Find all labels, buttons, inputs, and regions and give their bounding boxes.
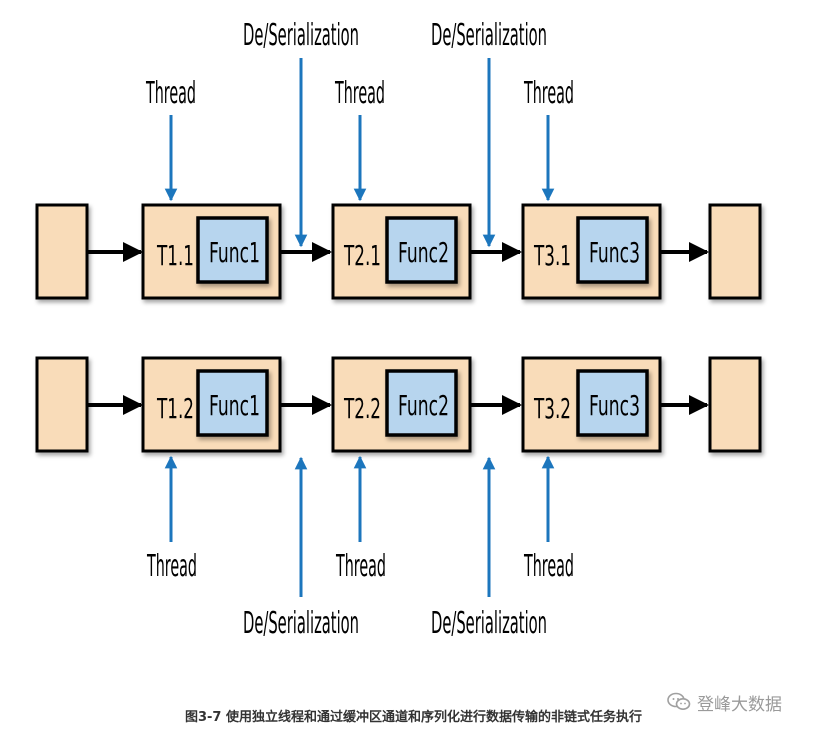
func-label: Func3: [589, 236, 640, 269]
thread-label: Thread: [147, 549, 197, 584]
func-label: Func2: [398, 389, 449, 422]
func-box: [196, 369, 269, 437]
pipeline-row-2: T1.2 Func1 T2.2 Func2 T3.2 Func3 Thread …: [35, 356, 762, 641]
thread-label: Thread: [524, 76, 574, 111]
serialization-label: De/Serialization: [243, 18, 359, 53]
task-label: T2.1: [343, 239, 381, 272]
func-box: [576, 369, 649, 437]
thread-label: Thread: [336, 549, 386, 584]
figure-caption: 图3-7 使用独立线程和通过缓冲区通道和序列化进行数据传输的非链式任务执行: [184, 710, 642, 725]
pipeline-row-1: T1.1 Func1 T2.1 Func2 T3.1 Func3 Thread …: [35, 18, 762, 300]
task-label: T1.1: [156, 239, 194, 272]
sink-box: [708, 356, 762, 453]
task-label: T3.1: [533, 239, 571, 272]
thread-label: Thread: [524, 549, 574, 584]
thread-label: Thread: [335, 76, 385, 111]
func-box: [385, 369, 458, 437]
wechat-icon: [667, 692, 691, 710]
func-label: Func3: [589, 389, 640, 422]
watermark-text: 登峰大数据: [697, 694, 782, 715]
sink-box: [708, 203, 762, 300]
func-label: Func1: [209, 389, 260, 422]
watermark: 登峰大数据: [667, 690, 782, 715]
func-box: [196, 216, 269, 284]
func-box: [576, 216, 649, 284]
serialization-label: De/Serialization: [243, 606, 359, 641]
task-label: T1.2: [156, 392, 194, 425]
task-label: T2.2: [343, 392, 381, 425]
source-box: [35, 356, 89, 453]
func-box: [385, 216, 458, 284]
task-label: T3.2: [533, 392, 571, 425]
func-label: Func2: [398, 236, 449, 269]
serialization-label: De/Serialization: [431, 18, 547, 53]
source-box: [35, 203, 89, 300]
func-label: Func1: [209, 236, 260, 269]
serialization-label: De/Serialization: [431, 606, 547, 641]
thread-label: Thread: [146, 76, 196, 111]
